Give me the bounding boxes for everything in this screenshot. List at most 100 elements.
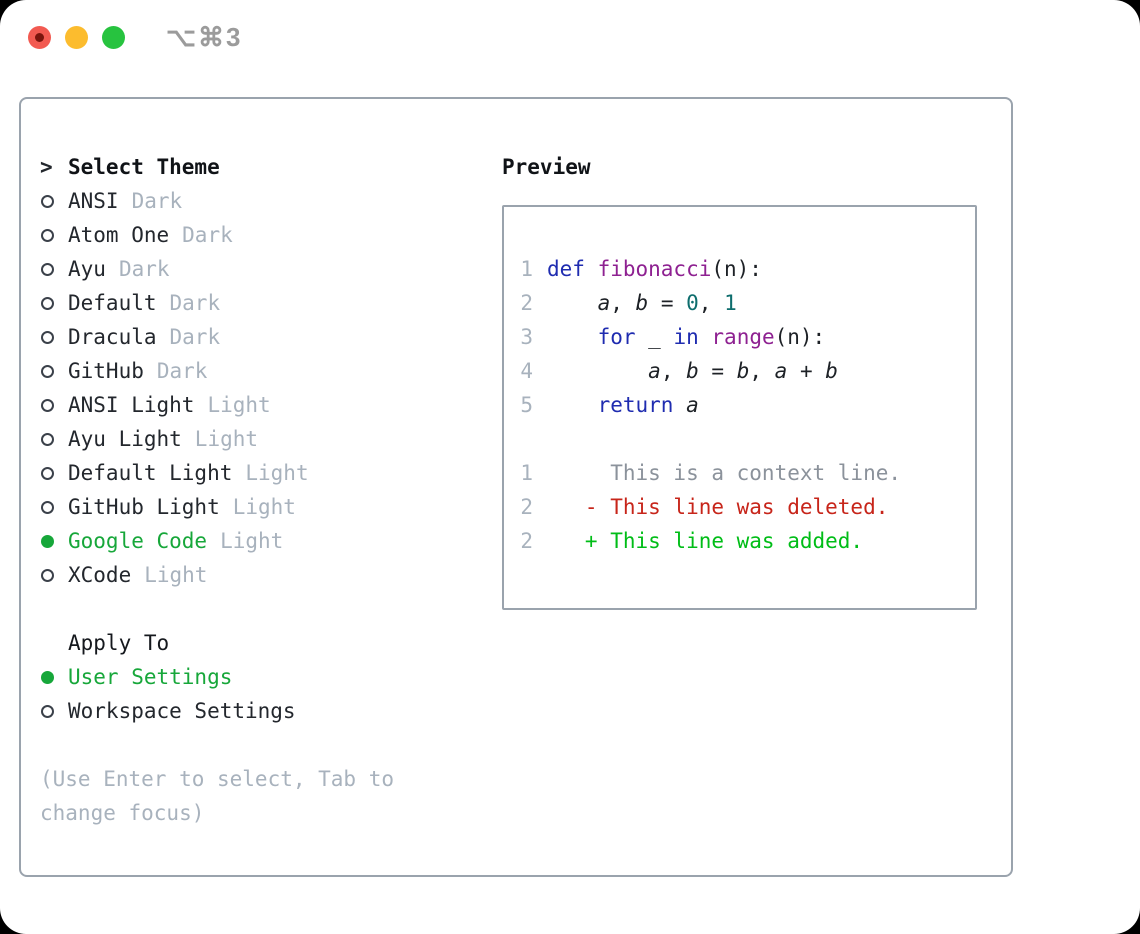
- theme-variant-tag: Dark: [182, 223, 233, 247]
- line-number: 3: [520, 325, 533, 349]
- code-text: a, b = b, a + b: [648, 359, 838, 383]
- empty-circle-icon: [41, 704, 54, 718]
- theme-option-ansi[interactable]: ANSI Dark: [40, 184, 480, 218]
- select-theme-header-row: > Select Theme: [40, 150, 480, 184]
- empty-circle-icon: [41, 500, 54, 514]
- close-button[interactable]: [28, 26, 51, 49]
- keyboard-hint: (Use Enter to select, Tab to change focu…: [40, 767, 407, 825]
- minimize-button[interactable]: [65, 26, 88, 49]
- apply-to-title: Apply To: [68, 631, 170, 655]
- option-label: ANSI Light: [68, 393, 195, 417]
- window-title: ⌥⌘3: [166, 22, 243, 52]
- code-text: - This line was deleted.: [547, 495, 889, 519]
- empty-circle-icon: [41, 432, 54, 446]
- theme-variant-tag: Dark: [156, 359, 208, 383]
- line-number: 2: [520, 529, 533, 553]
- theme-variant-tag: Light: [245, 461, 309, 485]
- code-line: 4 a, b = b, a + b: [520, 354, 961, 388]
- code-text: a, b = 0, 1: [597, 291, 737, 315]
- theme-option-ayu-light[interactable]: Ayu Light Light: [40, 422, 480, 456]
- empty-circle-icon: [41, 466, 54, 480]
- code-text: def fibonacci(n):: [547, 257, 762, 281]
- theme-variant-tag: Dark: [118, 257, 170, 281]
- code-line: [520, 422, 961, 456]
- theme-option-github[interactable]: GitHub Dark: [40, 354, 480, 388]
- filled-circle-icon: [41, 534, 54, 548]
- empty-circle-icon: [41, 296, 54, 310]
- theme-option-google-code[interactable]: Google Code Light: [40, 524, 480, 558]
- option-label: GitHub Light: [68, 495, 220, 519]
- code-text: return a: [597, 393, 699, 417]
- theme-variant-tag: Dark: [131, 189, 183, 213]
- radio-unselected-icon: [40, 398, 68, 412]
- theme-variant-tag: Dark: [169, 325, 221, 349]
- theme-option-github-light[interactable]: GitHub Light Light: [40, 490, 480, 524]
- code-text: This is a context line.: [547, 461, 902, 485]
- empty-circle-icon: [41, 194, 54, 208]
- line-number: [520, 422, 533, 456]
- code-line: 3 for _ in range(n):: [520, 320, 961, 354]
- empty-circle-icon: [41, 330, 54, 344]
- option-label: GitHub: [68, 359, 144, 383]
- radio-unselected-icon: [40, 296, 68, 310]
- option-label: ANSI: [68, 189, 119, 213]
- code-line: 2 + This line was added.: [520, 524, 961, 558]
- filled-circle-icon: [41, 670, 54, 684]
- theme-option-dracula[interactable]: Dracula Dark: [40, 320, 480, 354]
- theme-variant-tag: Light: [232, 495, 296, 519]
- titlebar: ⌥⌘3: [0, 0, 1140, 74]
- radio-unselected-icon: [40, 194, 68, 208]
- option-label: Atom One: [68, 223, 170, 247]
- empty-circle-icon: [41, 568, 54, 582]
- apply-option-workspace-settings[interactable]: Workspace Settings: [40, 694, 480, 728]
- option-label: Default Light: [68, 461, 233, 485]
- theme-variant-tag: Dark: [169, 291, 221, 315]
- option-label: Ayu Light: [68, 427, 182, 451]
- select-theme-title: Select Theme: [68, 155, 220, 179]
- option-label: Workspace Settings: [68, 699, 296, 723]
- theme-variant-tag: Light: [220, 529, 284, 553]
- empty-circle-icon: [41, 398, 54, 412]
- line-number: 5: [520, 393, 533, 417]
- line-number: 2: [520, 291, 533, 315]
- code-line: 5 return a: [520, 388, 961, 422]
- radio-unselected-icon: [40, 330, 68, 344]
- empty-circle-icon: [41, 364, 54, 378]
- radio-selected-icon: [40, 534, 68, 548]
- theme-variant-tag: Light: [207, 393, 271, 417]
- apply-to-header-row: Apply To: [40, 626, 480, 660]
- option-label: Google Code: [68, 529, 208, 553]
- maximize-button[interactable]: [102, 26, 125, 49]
- option-label: User Settings: [68, 665, 233, 689]
- theme-option-default-light[interactable]: Default Light Light: [40, 456, 480, 490]
- radio-unselected-icon: [40, 704, 68, 718]
- theme-option-atom-one[interactable]: Atom One Dark: [40, 218, 480, 252]
- code-text: for _ in range(n):: [597, 325, 826, 349]
- code-line: 1 This is a context line.: [520, 456, 961, 490]
- radio-unselected-icon: [40, 568, 68, 582]
- prompt-chevron-icon: >: [40, 155, 53, 179]
- option-label: Dracula: [68, 325, 157, 349]
- theme-variant-tag: Light: [194, 427, 259, 451]
- apply-option-user-settings[interactable]: User Settings: [40, 660, 480, 694]
- line-number: 2: [520, 495, 533, 519]
- radio-selected-icon: [40, 670, 68, 684]
- option-label: XCode: [68, 563, 132, 587]
- code-line: 2 a, b = 0, 1: [520, 286, 961, 320]
- theme-option-ansi-light[interactable]: ANSI Light Light: [40, 388, 480, 422]
- line-number: 4: [520, 359, 533, 383]
- radio-unselected-icon: [40, 364, 68, 378]
- empty-circle-icon: [41, 262, 54, 276]
- line-number: 1: [520, 461, 533, 485]
